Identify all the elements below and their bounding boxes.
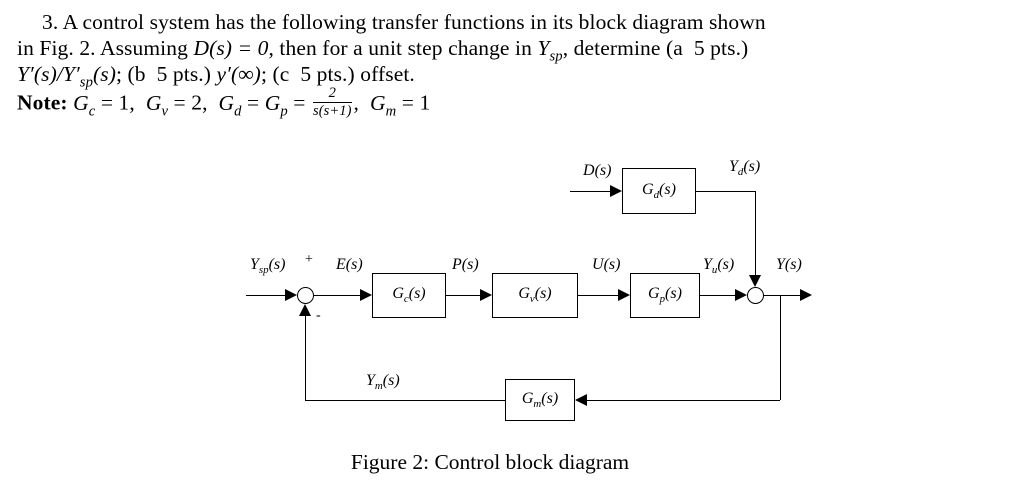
arrowhead-feedback-into-sum1 — [299, 304, 311, 316]
math-run: Ysp — [537, 36, 563, 65]
math-run: Gp — [264, 90, 288, 119]
connector-gp-sum2 — [700, 295, 735, 296]
block-gd: Gd(s) — [622, 168, 696, 214]
block-gd-label: Gd(s) — [642, 180, 676, 202]
connector-gc-gv — [446, 295, 480, 296]
math-run: D(s) = 0 — [193, 36, 269, 60]
text-run: in Fig. 2. Assuming — [17, 36, 194, 60]
sum1-plus-sign: + — [305, 252, 313, 267]
signal-label-y: Y(s) — [776, 256, 802, 273]
text-run: = 1 — [396, 90, 431, 115]
signal-label-yd: Yd(s) — [729, 158, 761, 179]
math-run: Y′(s)/Y′sp(s) — [17, 62, 116, 91]
text-run: = — [241, 90, 265, 115]
signal-label-p: P(s) — [452, 256, 479, 273]
arrowhead-into-gm — [575, 394, 587, 406]
arrowhead-into-sum1 — [285, 289, 297, 301]
signal-label-ysp: Ysp(s) — [250, 256, 286, 277]
arrowhead-into-gd — [610, 185, 622, 197]
block-gp-label: Gp(s) — [648, 285, 682, 306]
summing-junction-1 — [297, 287, 314, 304]
connector-sum2-output — [764, 295, 800, 296]
connector-yd-down — [755, 191, 756, 276]
signal-label-e: E(s) — [336, 256, 363, 273]
text-run: ; (b 5 pts.) — [115, 62, 217, 86]
math-run: y′(∞) — [216, 62, 261, 86]
text-run: = 1, — [95, 90, 146, 115]
connector-feedback-riser — [305, 316, 306, 400]
math-run: Gv — [145, 90, 169, 119]
connector-gd-corner — [696, 191, 756, 192]
signal-label-ym: Ym(s) — [366, 372, 400, 393]
signal-label-u: U(s) — [592, 256, 621, 273]
block-gv-label: Gv(s) — [518, 285, 552, 306]
figure-caption: Figure 2: Control block diagram — [350, 450, 630, 474]
block-gm: Gm(s) — [505, 379, 575, 421]
math-run: Gd — [218, 90, 242, 119]
note-label: Note: — [17, 90, 74, 115]
problem-line-2: in Fig. 2. Assuming D(s) = 0, then for a… — [17, 36, 748, 65]
block-gc: Gc(s) — [372, 273, 446, 318]
math-run: Gm — [369, 90, 397, 119]
signal-label-d: D(s) — [583, 162, 612, 179]
signal-label-yu: Yu(s) — [703, 256, 735, 277]
connector-d-input — [570, 191, 610, 192]
block-gm-label: Gm(s) — [521, 389, 559, 411]
connector-sum1-gc — [314, 295, 360, 296]
summing-junction-2 — [747, 287, 764, 304]
arrowhead-into-gc — [360, 289, 372, 301]
text-run: = — [287, 90, 311, 115]
fraction-denominator: s(s+1) — [312, 103, 352, 120]
sum1-minus-sign: - — [316, 308, 321, 323]
arrowhead-output — [800, 289, 812, 301]
arrowhead-into-gp — [618, 289, 630, 301]
connector-gv-gp — [578, 295, 618, 296]
block-gc-label: Gc(s) — [392, 285, 426, 306]
problem-line-3: Y′(s)/Y′sp(s); (b 5 pts.) y′(∞); (c 5 pt… — [17, 62, 415, 91]
arrowhead-yd-into-sum2 — [749, 275, 761, 287]
text-run: ; (c 5 pts.) offset. — [260, 62, 415, 86]
text-run: , then for a unit step change in — [268, 36, 538, 60]
text-run: , — [353, 90, 370, 115]
connector-feedback-left — [305, 400, 505, 401]
arrowhead-into-gv — [480, 289, 492, 301]
arrowhead-into-sum2 — [735, 289, 747, 301]
connector-input — [246, 295, 286, 296]
connector-feedback-branch — [780, 295, 781, 400]
text-run: = 2, — [168, 90, 219, 115]
math-run: Gc — [73, 90, 96, 119]
block-gp: Gp(s) — [630, 273, 700, 318]
connector-feedback-right — [587, 400, 780, 401]
problem-line-1: 3. A control system has the following tr… — [42, 10, 766, 34]
text-run: , determine (a 5 pts.) — [562, 36, 749, 60]
block-gv: Gv(s) — [492, 273, 578, 318]
fraction-numerator: 2 — [312, 85, 352, 104]
